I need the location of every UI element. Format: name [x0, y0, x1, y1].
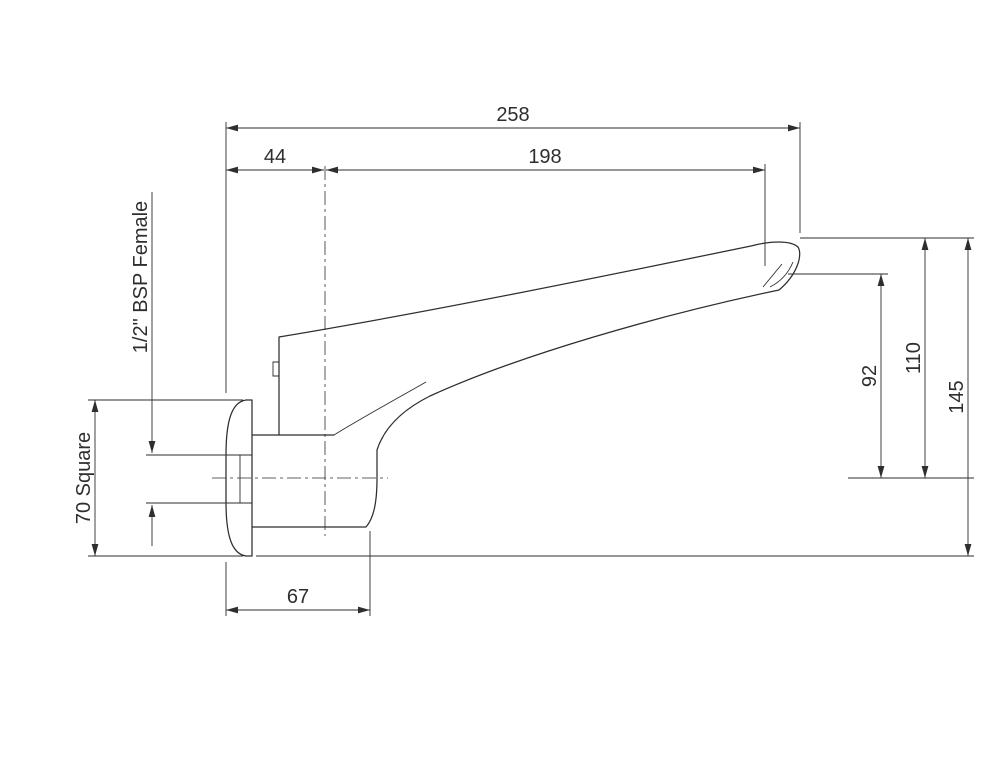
outlet-rim-line: [769, 261, 794, 288]
outlet-center-tick: [762, 263, 783, 288]
dim-label-inlet-center-to-outlet: 198: [528, 146, 561, 168]
back-edge-notch: [272, 361, 279, 377]
arm-fillet-line: [333, 381, 427, 436]
dim-label-base-projection: 67: [287, 586, 309, 608]
extension-lines: [88, 122, 974, 616]
dim-label-overall-projection: 258: [496, 104, 529, 126]
dim-label-tip-height: 110: [903, 342, 925, 374]
dim-label-flange-size: 70 Square: [73, 432, 95, 524]
dim-label-outlet-height: 92: [859, 365, 881, 387]
spout-arm-outline: [251, 241, 801, 528]
wall-flange-outline: [225, 399, 253, 557]
spout-body: [212, 166, 801, 557]
dimension-labels: 258 44 198 67 1/2" BSP Female 70 Square …: [73, 104, 968, 608]
dim-label-wall-to-inlet-center: 44: [264, 146, 286, 168]
dim-label-inlet-thread: 1/2" BSP Female: [130, 201, 152, 353]
dim-label-overall-height: 145: [946, 380, 968, 413]
dimension-lines: [91, 124, 972, 614]
